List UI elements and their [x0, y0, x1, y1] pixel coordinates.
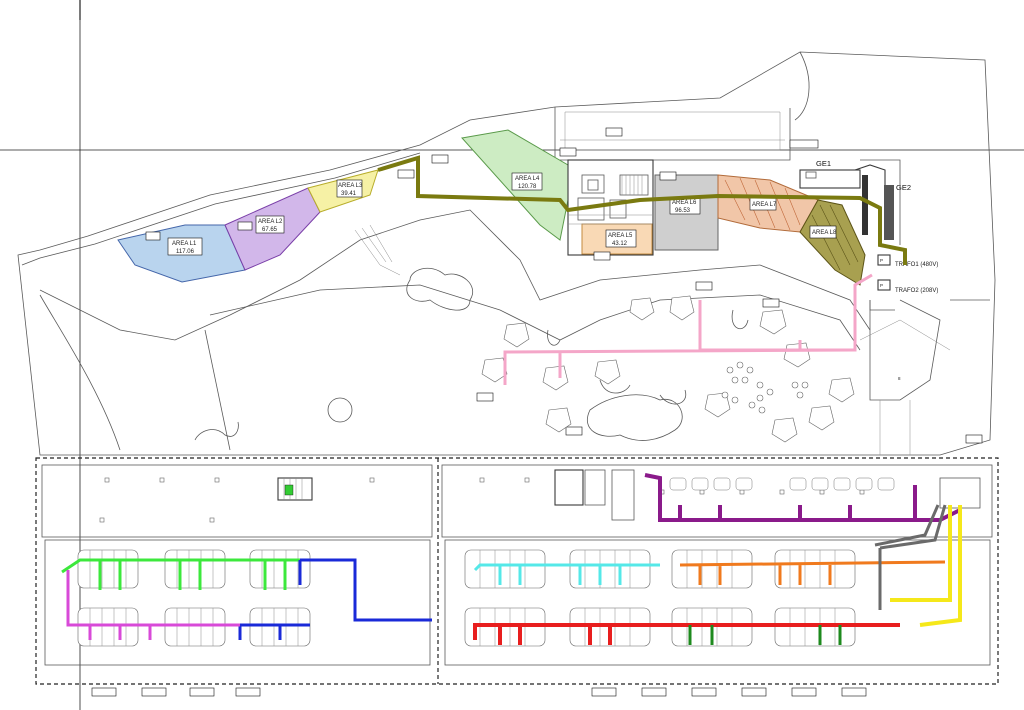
- area-l5-name: AREA L5: [608, 233, 633, 239]
- area-l2-tag: [255, 215, 285, 234]
- area-l1-tag: [167, 237, 203, 256]
- area-l1-name: AREA L1: [172, 241, 197, 247]
- circuit-yellow: [890, 505, 962, 627]
- trafo2-label: TRAFO2 (208V): [895, 288, 938, 294]
- site-boundary: [17, 51, 996, 456]
- area-l7-name: AREA L7: [752, 202, 777, 208]
- circuit-olive: [377, 155, 907, 265]
- area-l8-name: AREA L8: [812, 230, 837, 236]
- area-l1-value: 117.06: [176, 249, 195, 255]
- area-l6-name: AREA L6: [672, 200, 697, 206]
- feeder-circuits: [61, 155, 962, 645]
- svg-text:P: P: [880, 258, 883, 263]
- svg-text:8: 8: [898, 376, 901, 381]
- area-l4-value: 120.78: [518, 184, 537, 190]
- workstations-left: [77, 549, 311, 647]
- circuit-purple: [644, 473, 961, 522]
- circuit-blue: [230, 558, 432, 640]
- area-l3-tag: [336, 179, 363, 198]
- circuit-magenta: [66, 570, 240, 640]
- ge2-label: GE2: [896, 183, 911, 192]
- area-l3-value: 39.41: [341, 191, 357, 197]
- area-labels: AREA L1 117.06 AREA L2 67.65 AREA L3 39.…: [167, 172, 837, 256]
- circuit-cyan: [473, 563, 660, 585]
- area-l8[interactable]: [799, 199, 866, 286]
- area-l5-value: 43.12: [612, 241, 628, 247]
- circuit-darkgreen: [688, 625, 842, 645]
- area-l4-tag: [511, 172, 543, 191]
- plaza-furniture: [481, 295, 855, 443]
- equipment-yard: GE1 GE2 P P TRAFO1 (480V) TRAFO2 (208V) …: [799, 159, 938, 381]
- area-l5-tag: [605, 229, 637, 248]
- ge1-label: GE1: [816, 159, 831, 168]
- trafo1-label: TRAFO1 (480V): [895, 262, 938, 268]
- area-l2-name: AREA L2: [258, 219, 283, 225]
- area-l4-name: AREA L4: [515, 176, 540, 182]
- circuit-pink: [503, 273, 873, 385]
- circuit-orange: [679, 560, 946, 585]
- circuit-green: [61, 558, 320, 590]
- area-l8-tag: [809, 225, 837, 239]
- panel-tags: [145, 127, 983, 444]
- area-l2-value: 67.65: [262, 227, 278, 233]
- svg-text:P: P: [880, 283, 883, 288]
- lower-building: [35, 457, 999, 685]
- area-l6-value: 96.53: [675, 208, 691, 214]
- circuit-red: [473, 623, 900, 645]
- circuit-gray: [874, 504, 947, 610]
- bottom-tags: [91, 687, 867, 697]
- area-l3-name: AREA L3: [338, 183, 363, 189]
